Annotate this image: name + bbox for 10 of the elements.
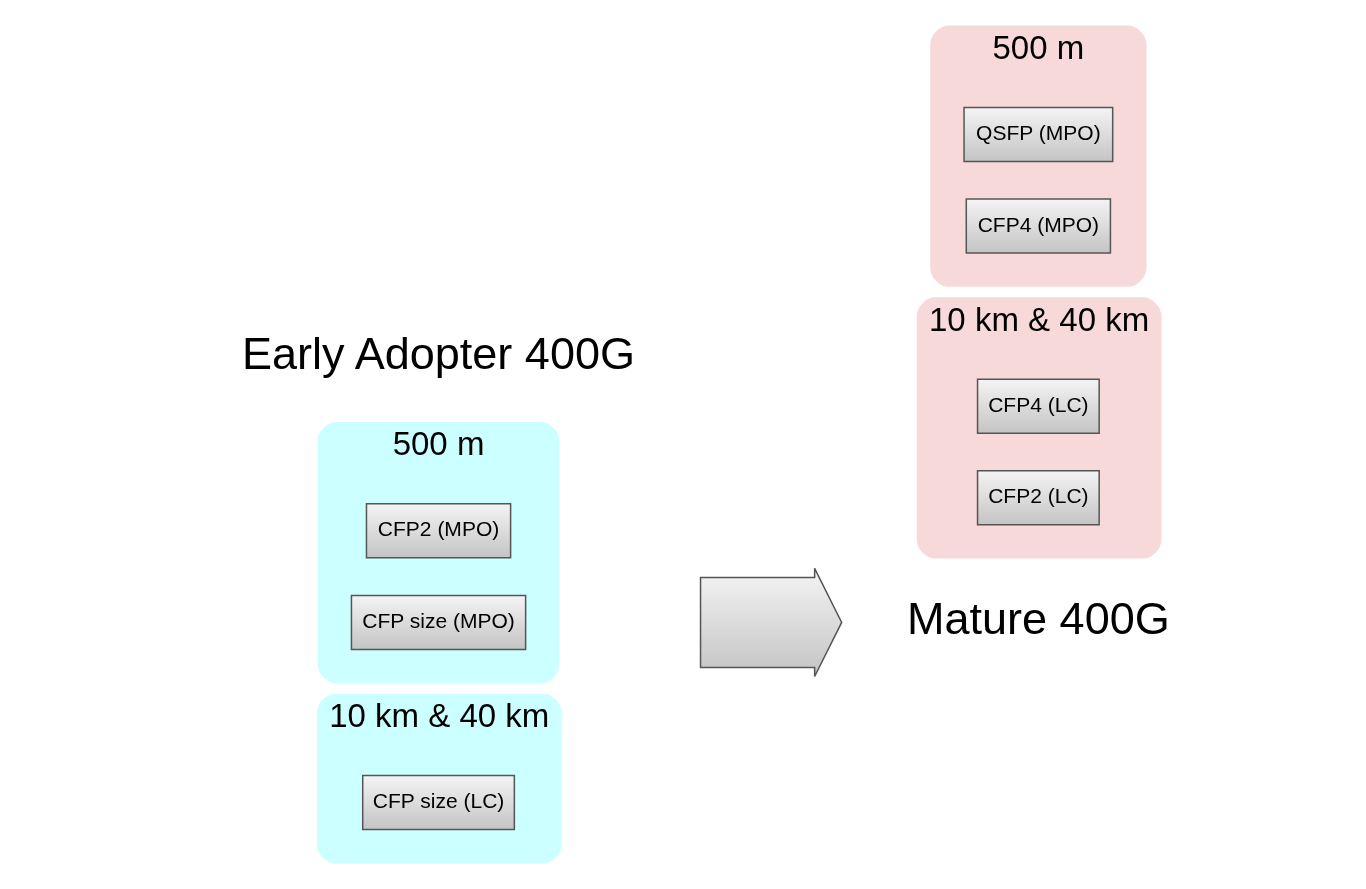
node-box: CFP4 (LC) xyxy=(976,378,1100,434)
label: Early Adopter 400G xyxy=(242,328,636,380)
node-arrow xyxy=(699,567,843,678)
label: Mature 400G xyxy=(906,592,1170,644)
node-box: CFP size (MPO) xyxy=(350,594,527,651)
node-box: CFP2 (LC) xyxy=(976,470,1100,526)
node-box: CFP2 (MPO) xyxy=(365,503,512,559)
node-box: CFP size (LC) xyxy=(361,774,516,831)
node-box: CFP4 (MPO) xyxy=(965,198,1112,254)
node-box: QSFP (MPO) xyxy=(963,106,1114,163)
